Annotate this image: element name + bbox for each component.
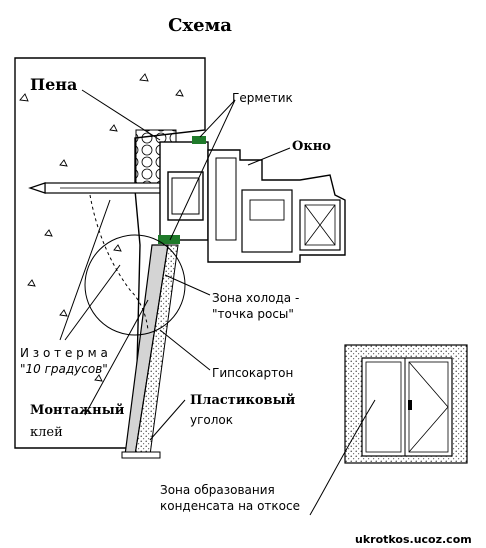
sealant-top — [192, 136, 206, 144]
label-window: Окно — [292, 139, 331, 154]
diagram-title: Схема — [168, 15, 232, 36]
label-condensate-1: Зона образования — [160, 483, 275, 497]
sealant-bottom — [158, 235, 180, 244]
label-isotherm-2: "10 градусов" — [20, 362, 108, 376]
leader-lines — [59, 89, 376, 516]
label-plastic-corner-2: уголок — [190, 413, 233, 427]
label-isotherm-1: И з о т е р м а — [20, 346, 108, 360]
label-condensate-2: конденсата на откосе — [160, 499, 300, 513]
label-sealant: Герметик — [232, 91, 293, 105]
isotherm-circle — [84, 234, 186, 336]
label-mounting-glue-1: Монтажный — [30, 403, 125, 418]
window-profile — [159, 141, 346, 263]
label-drywall: Гипсокартон — [212, 366, 293, 380]
wall-block — [14, 57, 206, 449]
drywall-slope — [121, 244, 179, 459]
label-plastic-corner-1: Пластиковый — [190, 393, 296, 408]
label-mounting-glue-2: клей — [30, 425, 63, 440]
watermark: ukrotkos.ucoz.com — [355, 533, 472, 546]
window-elevation — [344, 344, 468, 464]
label-cold-zone-2: "точка росы" — [212, 307, 294, 321]
label-foam: Пена — [30, 75, 77, 94]
label-cold-zone-1: Зона холода - — [212, 291, 299, 305]
